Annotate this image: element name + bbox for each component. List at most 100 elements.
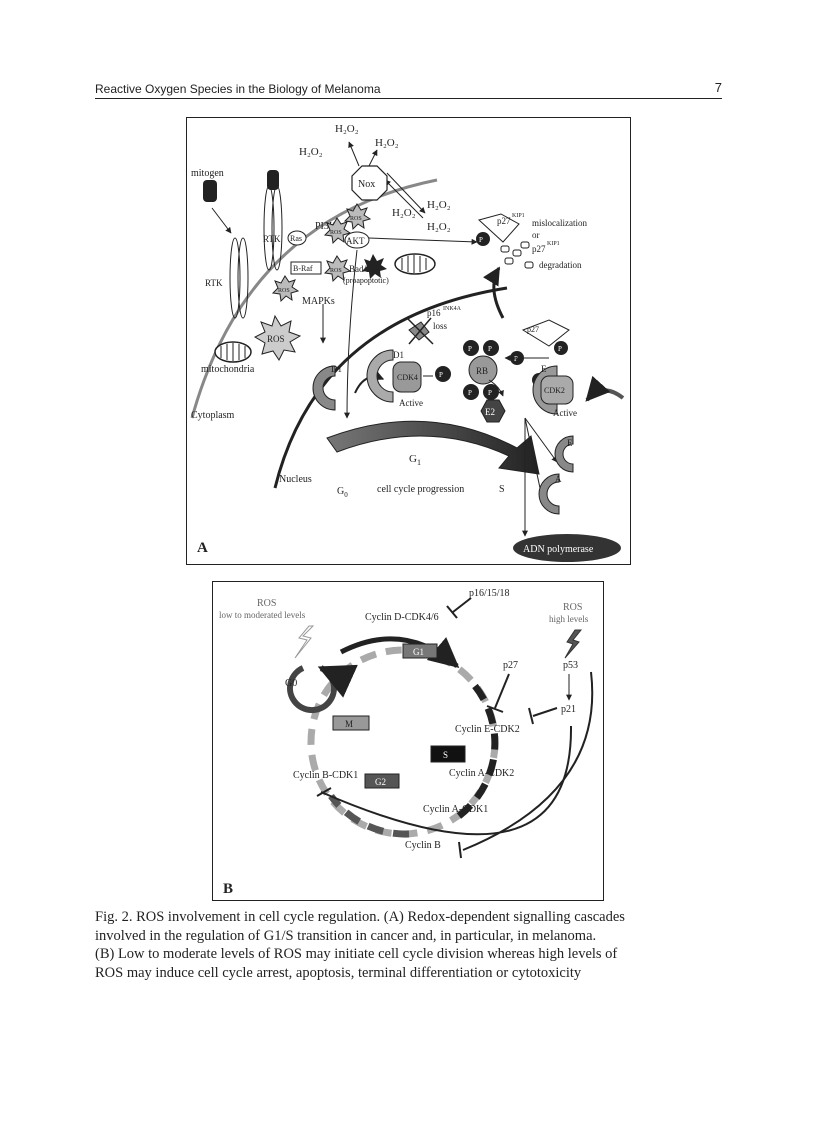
panel-label-a: A — [197, 540, 208, 556]
figure-panel-b: ROS low to moderated levels ROS high lev… — [212, 581, 604, 901]
active-label: Active — [553, 408, 577, 418]
svg-text:P: P — [479, 236, 483, 244]
ros-high-label: ROS — [563, 602, 582, 613]
cyclin-d-label: Cyclin D-CDK4/6 — [365, 612, 439, 623]
g2-phase-box — [364, 773, 400, 789]
cyclin-d1-shape — [312, 365, 336, 411]
pi3k-label: PI3K — [315, 221, 337, 232]
s-label: S — [499, 484, 505, 495]
progression-arrow — [326, 420, 540, 475]
adn-polymerase-shape — [513, 534, 621, 562]
or-label: or — [532, 230, 540, 240]
caption-line: (B) Low to moderate levels of ROS may in… — [95, 946, 618, 962]
ros-burst: ROS — [323, 255, 352, 283]
adn-polymerase-label: ADN polymerase — [523, 544, 594, 555]
svg-text:ROS: ROS — [267, 334, 285, 344]
p27kip1-label: p27 — [527, 325, 539, 334]
p27kip1-label: p27 — [532, 244, 546, 254]
g2-label: G2 — [375, 777, 386, 787]
page-number: 7 — [714, 80, 722, 95]
p21-label: p21 — [561, 704, 576, 715]
akt-label: AKT — [346, 236, 365, 246]
degradation-label: degradation — [539, 260, 582, 270]
g0-arrow — [287, 664, 358, 713]
g1-label: G1 — [413, 647, 424, 657]
nox-shape — [351, 165, 388, 201]
nucleus-label: Nucleus — [279, 474, 312, 485]
caption-line: ROS may induce cell cycle arrest, apopto… — [95, 964, 582, 981]
svg-text:ROS: ROS — [278, 288, 290, 294]
svg-text:P: P — [558, 345, 562, 353]
m-label: M — [345, 719, 353, 729]
g0-label: G0 — [285, 678, 297, 689]
cyclin-e-label: Cyclin E-CDK2 — [455, 724, 520, 735]
panel-label-b: B — [223, 881, 233, 897]
h2o2-label: H₂O₂ — [299, 146, 323, 158]
svg-text:P: P — [488, 345, 492, 353]
h2o2-label: H₂O₂ — [335, 123, 359, 135]
s-label: S — [443, 750, 448, 760]
cdk2-label: CDK2 — [544, 386, 565, 395]
cytoplasm-label: Cytoplasm — [191, 410, 235, 421]
nox-label: Nox — [358, 179, 375, 190]
svg-text:INK4A: INK4A — [443, 306, 462, 312]
signalling-diagram: H₂O₂ H₂O₂ H₂O₂ H₂O₂ H₂O₂ H₂O₂ Nox mitoge… — [190, 123, 625, 562]
h2o2-label: H₂O₂ — [427, 221, 451, 233]
svg-text:KIP1: KIP1 — [547, 241, 560, 247]
e-label: E — [541, 364, 547, 374]
running-header: Reactive Oxygen Species in the Biology o… — [95, 80, 722, 99]
mitochondria-label: mitochondria — [201, 364, 255, 375]
cyclin-b-label: Cyclin B — [405, 840, 441, 851]
m-phase-box — [332, 715, 370, 731]
svg-text:ROS: ROS — [330, 230, 342, 236]
badbax-label: Bad/Bax — [349, 264, 381, 274]
phosphate-group — [463, 340, 568, 400]
ras-label: Ras — [290, 234, 302, 243]
cyclin-a-cdk1-label: Cyclin A-CDK1 — [423, 804, 488, 815]
p161518-label: p16/15/18 — [469, 588, 510, 599]
p27kip1-label: p27 — [497, 216, 511, 226]
lightning-icon — [564, 629, 583, 659]
s-phase-box — [430, 745, 466, 763]
loss-label: loss — [433, 321, 448, 331]
lightning-icon — [294, 625, 315, 659]
figure-panel-a: H₂O₂ H₂O₂ H₂O₂ H₂O₂ H₂O₂ H₂O₂ Nox mitoge… — [186, 117, 631, 565]
figure-caption: Fig. 2. ROS involvement in cell cycle re… — [95, 908, 725, 982]
ros-burst: ROS — [323, 217, 352, 245]
e-label: E — [567, 438, 573, 448]
ros-burst-large: ROS — [253, 314, 302, 361]
e2f-label: E2 — [485, 407, 495, 417]
cyclin-b-cdk1-label: Cyclin B-CDK1 — [293, 770, 358, 781]
svg-text:KIP1: KIP1 — [512, 213, 525, 219]
ros-low-label: ROS — [257, 598, 276, 609]
mislocalization-label: mislocalization — [532, 218, 587, 228]
running-title: Reactive Oxygen Species in the Biology o… — [95, 82, 381, 96]
p16-label: p16 — [427, 308, 441, 318]
h2o2-label: H₂O₂ — [427, 199, 451, 211]
e2f-shape — [480, 399, 506, 423]
h2o2-label: H₂O₂ — [375, 137, 399, 149]
h2o2-label: H₂O₂ — [392, 207, 416, 219]
progression-label: cell cycle progression — [377, 484, 464, 495]
svg-text:P: P — [468, 389, 472, 397]
mapks-label: MAPKs — [302, 296, 335, 307]
rtk-label: RTK — [205, 278, 223, 288]
cell-cycle-diagram: ROS low to moderated levels ROS high lev… — [219, 588, 594, 897]
svg-text:ROS: ROS — [350, 216, 362, 222]
p53-label: p53 — [563, 660, 578, 671]
a-label: A — [555, 474, 562, 484]
proapoptotic-label: (proapoptotic) — [343, 276, 389, 285]
caption-line: involved in the regulation of G1/S trans… — [95, 927, 597, 944]
svg-text:ROS: ROS — [330, 268, 342, 274]
rtk-label: RTK — [263, 234, 281, 244]
nuclear-membrane — [273, 286, 508, 489]
svg-text:P: P — [468, 345, 472, 353]
cyclin-a-cdk2-label: Cyclin A-CDK2 — [449, 768, 514, 779]
braf-label: B-Raf — [293, 264, 313, 273]
ros-burst: ROS — [343, 203, 372, 231]
ros-burst: ROS — [271, 275, 300, 303]
rb-label: RB — [476, 366, 488, 376]
high-levels-label: high levels — [549, 614, 589, 624]
mitochondrion-icon — [394, 253, 436, 275]
g1-box — [402, 643, 438, 659]
